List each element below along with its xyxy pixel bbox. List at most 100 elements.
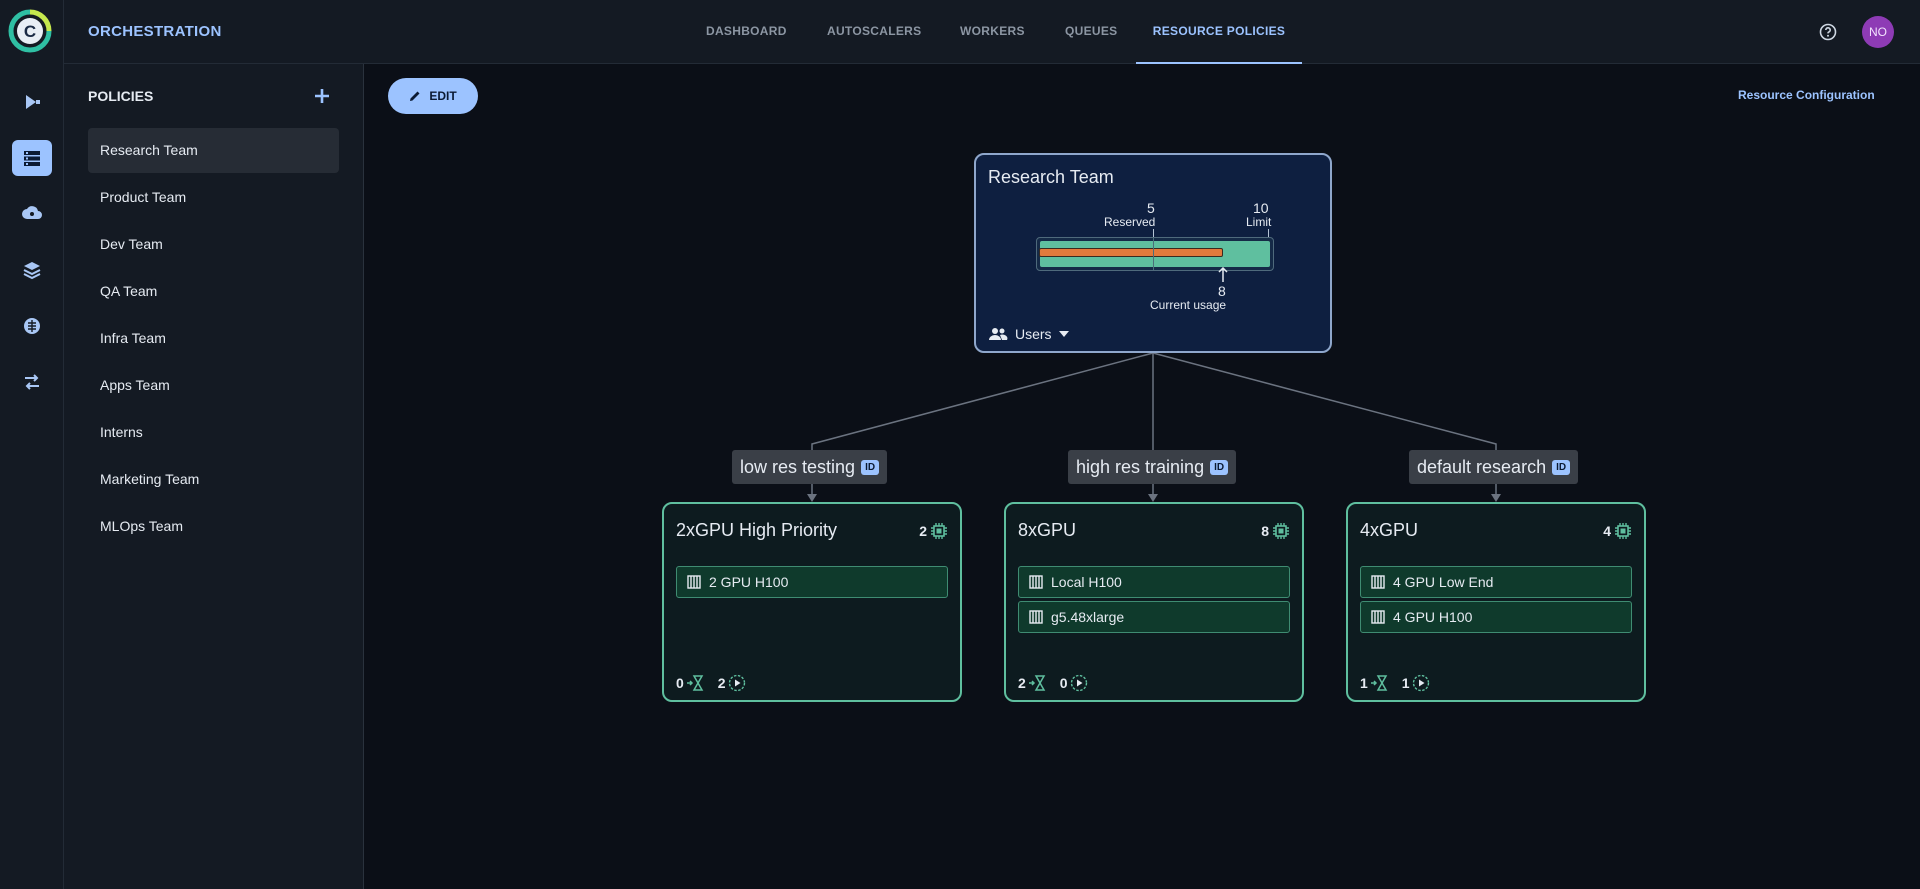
limit-label: Limit: [1246, 215, 1272, 229]
policy-item-product-team[interactable]: Product Team: [100, 189, 187, 205]
main-area: EDIT Resource Configuration Research Tea…: [364, 64, 1920, 889]
policies-panel: POLICIES Research Team Product Team Dev …: [64, 64, 364, 889]
app-title: ORCHESTRATION: [88, 23, 222, 40]
gpu-resource-icon: [687, 575, 701, 589]
pencil-icon: [410, 91, 420, 101]
policy-item-research-team[interactable]: Research Team: [88, 128, 339, 173]
pool-title: 4xGPU: [1360, 520, 1419, 540]
policies-list: Research Team Product Team Dev Team QA T…: [88, 128, 339, 551]
gpu-count: 2: [919, 522, 948, 540]
reserved-value: 5: [1147, 200, 1155, 216]
pool-card[interactable]: 4xGPU 4 4 GPU Low End 4 GPU H100 1 1: [1346, 502, 1646, 702]
running-stat: 2: [718, 674, 746, 692]
running-icon: [1070, 674, 1087, 692]
tab-resource-policies[interactable]: RESOURCE POLICIES: [1136, 0, 1302, 64]
id-badge[interactable]: ID: [1552, 459, 1571, 475]
pool-title: 8xGPU: [1018, 520, 1077, 540]
usage-value: 8: [1218, 283, 1226, 299]
queue-label-low-res-testing[interactable]: low res testing ID: [732, 450, 888, 484]
chevron-down-icon: [1058, 331, 1069, 337]
resource-item[interactable]: 4 GPU Low End: [1360, 566, 1632, 598]
avatar[interactable]: NO: [1862, 16, 1894, 48]
limit-tick: [1268, 229, 1269, 237]
gpu-resource-icon: [1371, 575, 1385, 589]
pool-card[interactable]: 8xGPU 8 Local H100 g5.48xlarge 2 0: [1004, 502, 1304, 702]
projects-icon[interactable]: [12, 84, 52, 120]
resource-name: 2 GPU H100: [709, 574, 789, 590]
usage-label: Current usage: [1150, 298, 1227, 312]
resource-item[interactable]: 4 GPU H100: [1360, 601, 1632, 633]
help-icon[interactable]: [1816, 20, 1840, 44]
orchestration-icon[interactable]: [12, 140, 52, 176]
queued-count: 2: [1018, 675, 1026, 691]
logo-icon[interactable]: C: [8, 9, 52, 53]
policy-item-apps-team[interactable]: Apps Team: [100, 377, 170, 393]
models-icon[interactable]: [12, 308, 52, 344]
resource-item[interactable]: Local H100: [1018, 566, 1290, 598]
gpu-count: 4: [1603, 522, 1632, 540]
id-badge[interactable]: ID: [1210, 459, 1229, 475]
id-badge[interactable]: ID: [861, 459, 880, 475]
tab-workers[interactable]: WORKERS: [960, 24, 1025, 38]
pool-title: 2xGPU High Priority: [676, 520, 838, 540]
running-stat: 1: [1402, 674, 1430, 692]
add-policy-button[interactable]: [310, 84, 334, 108]
gpu-count-value: 4: [1603, 523, 1611, 539]
queue-name: low res testing: [740, 456, 856, 477]
queue-name: high res training: [1076, 456, 1205, 477]
queued-count: 0: [676, 675, 684, 691]
tab-queues[interactable]: QUEUES: [1065, 24, 1118, 38]
users-dropdown[interactable]: Users: [988, 323, 1069, 345]
resource-name: 4 GPU Low End: [1393, 574, 1494, 590]
running-count: 1: [1401, 675, 1410, 691]
reserved-label: Reserved: [1104, 215, 1156, 229]
cloud-icon[interactable]: [12, 196, 52, 232]
gpu-count: 8: [1261, 522, 1290, 540]
running-count: 0: [1059, 675, 1068, 691]
resource-item[interactable]: 2 GPU H100: [676, 566, 948, 598]
resource-item[interactable]: g5.48xlarge: [1018, 601, 1290, 633]
pool-stats: 1 1: [1360, 674, 1430, 692]
gpu-resource-icon: [1029, 575, 1043, 589]
policies-title: POLICIES: [88, 88, 154, 104]
queued-icon: [1370, 675, 1388, 691]
queue-label-default-research[interactable]: default research ID: [1409, 450, 1579, 484]
top-bar: ORCHESTRATION DASHBOARD AUTOSCALERS WORK…: [64, 0, 1920, 64]
edit-button[interactable]: EDIT: [388, 78, 478, 114]
users-label: Users: [1015, 326, 1052, 342]
queue-label-high-res-training[interactable]: high res training ID: [1068, 450, 1237, 484]
chip-icon: [931, 523, 947, 539]
queued-count: 1: [1360, 675, 1368, 691]
queued-stat: 2: [1018, 674, 1046, 692]
pipelines-icon[interactable]: [12, 364, 52, 400]
pool-card[interactable]: 2xGPU High Priority 2 2 GPU H100 0 2: [662, 502, 962, 702]
policy-item-mlops-team[interactable]: MLOps Team: [100, 518, 183, 534]
policy-item-interns[interactable]: Interns: [100, 424, 143, 440]
usage-gauge: [1036, 237, 1274, 271]
running-stat: 0: [1060, 674, 1088, 692]
users-icon: [989, 328, 1008, 340]
logo-letter: C: [24, 22, 36, 41]
running-count: 2: [717, 675, 726, 691]
policy-item-marketing-team[interactable]: Marketing Team: [100, 471, 200, 487]
left-rail: C: [0, 0, 64, 889]
usage-bar: [1039, 248, 1223, 257]
reserved-tick: [1153, 229, 1154, 237]
resource-configuration-link[interactable]: Resource Configuration: [1738, 88, 1875, 102]
policy-node[interactable]: Research Team 5 Reserved 10 Limit 8 Curr…: [974, 153, 1332, 353]
queued-icon: [686, 675, 704, 691]
resource-name: Local H100: [1051, 574, 1122, 590]
tab-dashboard[interactable]: DASHBOARD: [706, 24, 787, 38]
gpu-count-value: 8: [1261, 523, 1269, 539]
edit-label: EDIT: [429, 89, 457, 103]
chip-icon: [1273, 523, 1289, 539]
policy-node-title: Research Team: [988, 167, 1114, 187]
tab-autoscalers[interactable]: AUTOSCALERS: [827, 24, 922, 38]
policy-item-dev-team[interactable]: Dev Team: [100, 236, 163, 252]
datasets-icon[interactable]: [12, 252, 52, 288]
resource-name: 4 GPU H100: [1393, 609, 1473, 625]
policy-item-infra-team[interactable]: Infra Team: [100, 330, 166, 346]
running-icon: [1412, 674, 1429, 692]
limit-value: 10: [1253, 200, 1269, 216]
policy-item-qa-team[interactable]: QA Team: [100, 283, 158, 299]
